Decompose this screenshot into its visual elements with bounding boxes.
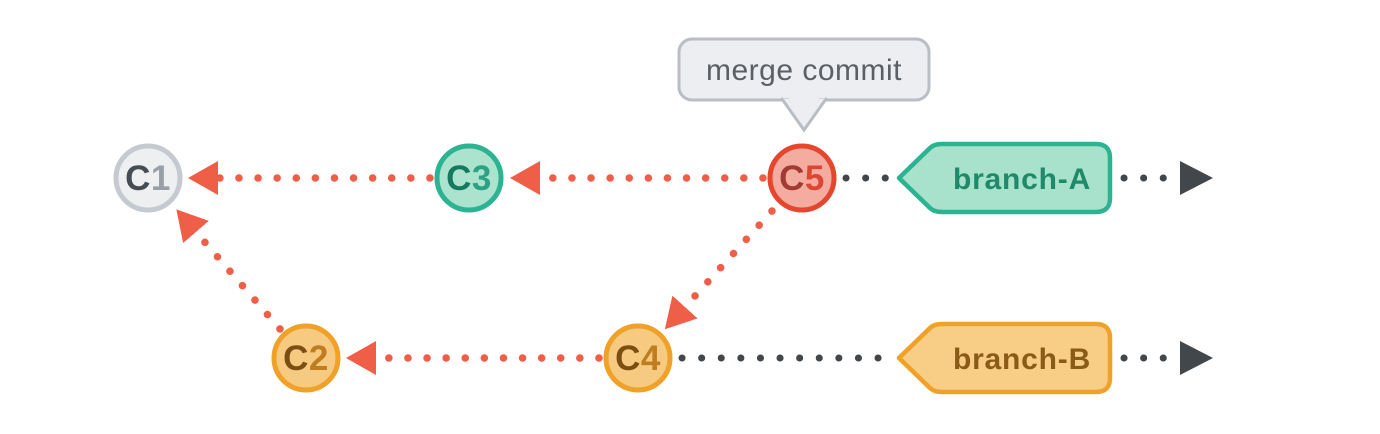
merge-commit-tooltip: merge commit — [677, 37, 931, 133]
commit-node-c5: C5 — [767, 143, 837, 213]
parent-edges — [176, 161, 776, 375]
commit-circle — [271, 323, 341, 393]
tooltip-tail-seam — [789, 96, 819, 103]
commit-label: C3 — [446, 159, 492, 198]
tooltip-tail — [780, 97, 828, 133]
commit-label: C5 — [779, 159, 825, 198]
commit-node-c4: C4 — [603, 323, 673, 393]
branch-tag-label: branch-B — [953, 343, 1091, 376]
timeline-arrow-right-icon — [1180, 161, 1213, 195]
commit-circle — [603, 323, 673, 393]
tooltip-label: merge commit — [706, 54, 902, 87]
branch-tag-b: branch-B — [896, 321, 1113, 395]
commit-label: C2 — [283, 339, 329, 378]
edge-c2-to-c1 — [176, 209, 284, 333]
commit-label: C1 — [125, 159, 171, 198]
commit-circle — [113, 143, 183, 213]
branch-tag-shape — [896, 141, 1113, 215]
commit-circle — [767, 143, 837, 213]
edge-c5-to-c4 — [664, 207, 776, 330]
commit-label: C4 — [615, 339, 661, 378]
commit-node-c2: C2 — [271, 323, 341, 393]
commit-node-c3: C3 — [434, 143, 504, 213]
commit-circle — [434, 143, 504, 213]
branch-tag-a: branch-A — [896, 141, 1113, 215]
branch-tag-shape — [896, 321, 1113, 395]
branch-a-timeline — [842, 161, 1213, 195]
branch-b-timeline — [678, 341, 1213, 375]
commit-node-c1: C1 — [113, 143, 183, 213]
timeline-arrow-right-icon — [1180, 341, 1213, 375]
branch-tag-label: branch-A — [953, 163, 1091, 196]
